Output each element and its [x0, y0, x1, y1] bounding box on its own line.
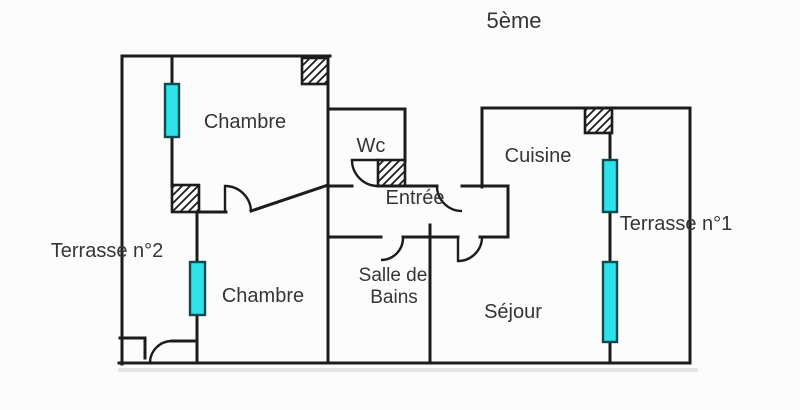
window-bedroom2 — [188, 260, 207, 317]
column-hatched-wc — [376, 158, 407, 188]
room-label-bathroom-line2: Bains — [370, 287, 418, 308]
window-kitchen — [601, 158, 619, 214]
room-label-entry: Entrée — [386, 187, 445, 209]
door-arc-kitchen — [435, 185, 463, 213]
door-arc-bathroom — [380, 237, 405, 262]
floor-title: 5ème — [486, 8, 541, 33]
room-label-bedroom1: Chambre — [204, 111, 286, 133]
room-label-terrace1: Terrasse n°1 — [620, 213, 733, 235]
scan-shadow-artifact — [118, 368, 698, 372]
door-arc-bedroom1 — [224, 184, 253, 213]
room-label-living: Séjour — [484, 301, 542, 323]
room-label-bedroom2: Chambre — [222, 285, 304, 307]
window-bedroom1 — [163, 82, 181, 139]
door-arc-wc — [350, 159, 379, 188]
wall-diagonal-bedroom1 — [249, 183, 330, 213]
column-hatched-bedroom1 — [300, 56, 330, 86]
room-label-terrace2: Terrasse n°2 — [51, 240, 164, 262]
room-label-wc: Wc — [357, 135, 386, 157]
room-label-bathroom-line1: Salle de — [359, 265, 428, 286]
column-hatched-left — [170, 183, 201, 214]
column-hatched-kitchen — [583, 106, 614, 135]
window-living — [601, 260, 619, 344]
door-arc-terrace2 — [148, 339, 173, 364]
room-label-kitchen: Cuisine — [505, 145, 572, 167]
door-arc-living — [457, 236, 484, 263]
